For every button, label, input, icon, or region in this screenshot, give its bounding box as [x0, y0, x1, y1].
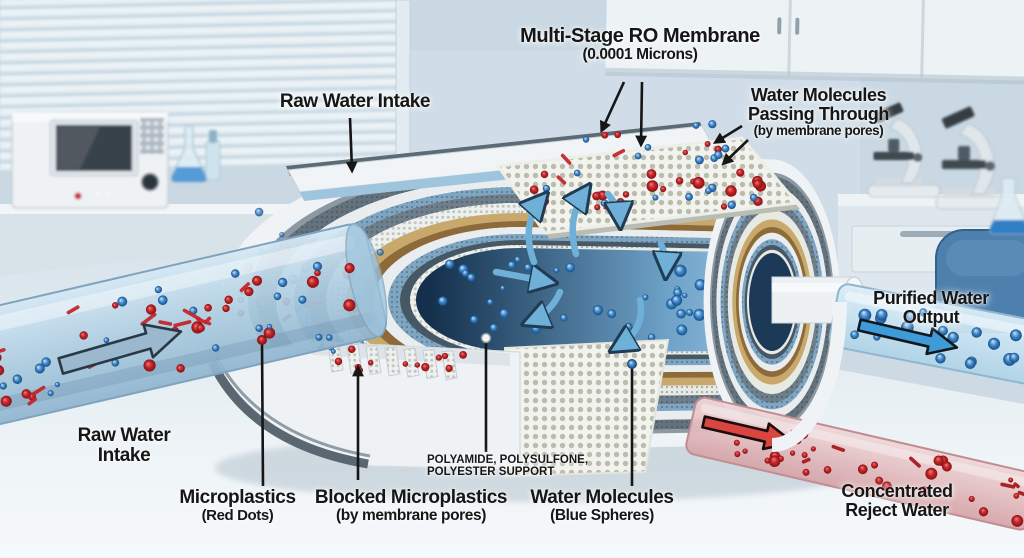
purified-water-pipe — [828, 283, 1024, 386]
floating-particles — [582, 120, 730, 165]
reject-water-pipe — [685, 396, 1024, 531]
raw-water-intake-pipe — [0, 222, 388, 434]
membrane-sheet-bottom — [504, 338, 670, 478]
outer-ring-overlap — [771, 301, 847, 452]
lab-instrument — [11, 111, 169, 209]
microscope — [867, 102, 941, 198]
erlenmeyer-flask — [170, 125, 221, 183]
annotation-arrows — [257, 81, 749, 487]
water-flow-arrows — [492, 190, 666, 348]
wall-cabinets — [605, 0, 1024, 85]
flask-right — [989, 177, 1024, 235]
blocked-microplastics-fins — [318, 342, 467, 381]
microscope — [935, 106, 1015, 210]
